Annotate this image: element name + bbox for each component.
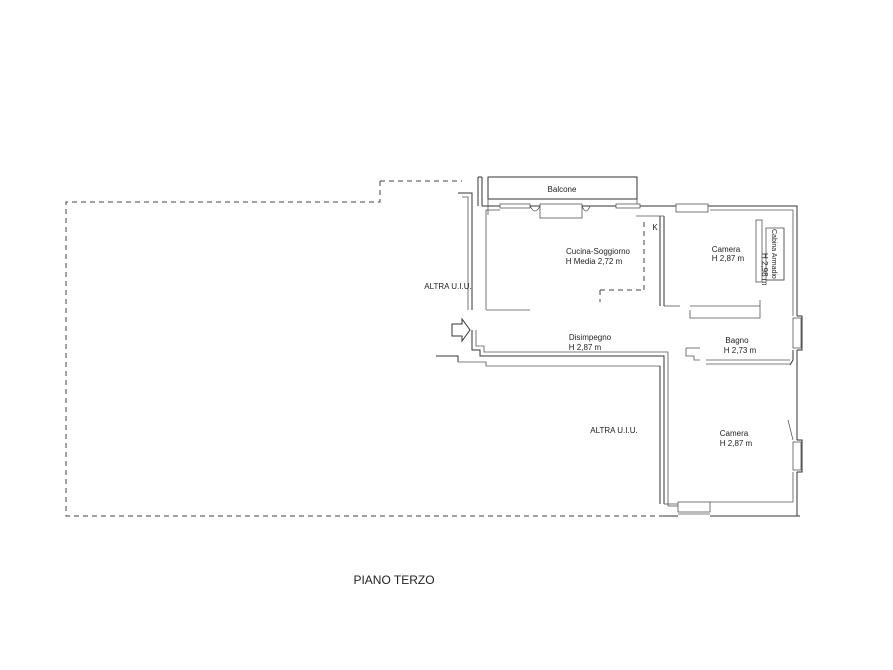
bedroom-2-name: Camera	[720, 429, 749, 438]
bathroom-name: Bagno	[725, 336, 749, 345]
floor-title: PIANO TERZO	[353, 573, 434, 587]
other-unit-left-label: ALTRA U.I.U.	[424, 282, 471, 291]
bedroom-1-name: Camera	[712, 245, 741, 254]
hallway-name: Disimpegno	[569, 333, 612, 342]
wardrobe-room-height: H 2,98 m	[760, 253, 769, 286]
walls	[436, 176, 803, 517]
kitchen-living-name: Cucina-Soggiorno	[566, 247, 631, 256]
hallway-height: H 2,87 m	[569, 343, 602, 352]
kitchen-living-height: H Media 2,72 m	[566, 257, 623, 266]
bedroom-1-height: H 2,87 m	[712, 254, 745, 263]
other-unit-outline	[65, 180, 800, 517]
bedroom-2-height: H 2,87 m	[720, 439, 753, 448]
entrance-arrow-icon	[451, 317, 471, 343]
balcony-label: Balcone	[548, 185, 577, 194]
other-unit-center-label: ALTRA U.I.U.	[590, 426, 637, 435]
kitchen-mark: K	[652, 223, 658, 232]
bathroom-height: H 2,73 m	[724, 346, 757, 355]
wardrobe-room-name: Cabina Armadio	[770, 229, 777, 279]
